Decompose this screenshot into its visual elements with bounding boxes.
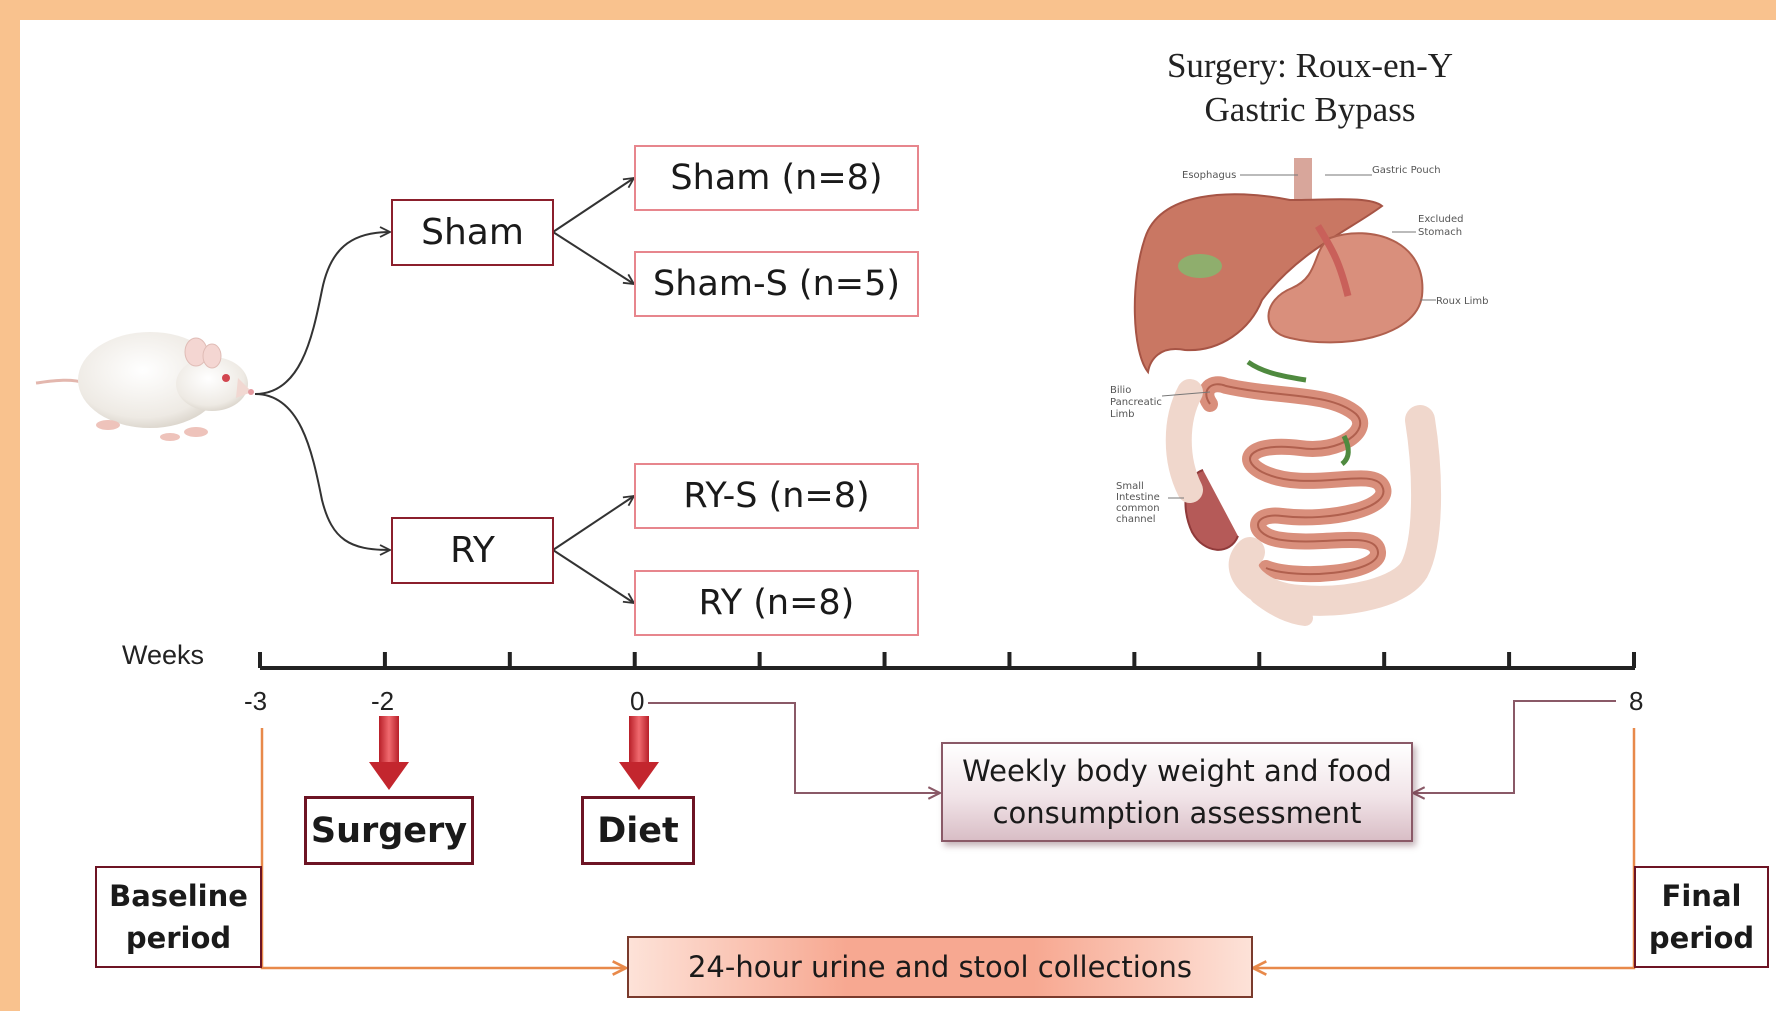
surgery-label: Surgery bbox=[311, 811, 467, 851]
group-ry-label: RY bbox=[450, 530, 495, 571]
svg-text:Esophagus: Esophagus bbox=[1182, 170, 1236, 181]
group-sham-label: Sham bbox=[421, 212, 524, 253]
diet-label: Diet bbox=[597, 811, 679, 851]
baseline-line1: Baseline bbox=[109, 875, 248, 917]
svg-text:Roux Limb: Roux Limb bbox=[1436, 296, 1489, 307]
surgery-title-line2: Gastric Bypass bbox=[1100, 88, 1520, 132]
group-sham-box: Sham bbox=[391, 199, 554, 266]
surgery-title-line1: Surgery: Roux-en-Y bbox=[1100, 44, 1520, 88]
subgroup-ry-s-box: RY-S (n=8) bbox=[634, 463, 919, 529]
final-line1: Final bbox=[1662, 875, 1742, 917]
svg-text:Excluded: Excluded bbox=[1418, 214, 1464, 225]
assessment-line2: consumption assessment bbox=[993, 792, 1362, 834]
final-period-box: Final period bbox=[1634, 866, 1769, 968]
subgroup-sham-label: Sham (n=8) bbox=[670, 158, 882, 198]
diet-box: Diet bbox=[581, 796, 695, 865]
svg-text:Small: Small bbox=[1116, 481, 1144, 492]
svg-text:Stomach: Stomach bbox=[1418, 227, 1462, 238]
subgroup-sham-box: Sham (n=8) bbox=[634, 145, 919, 211]
subgroup-sham-s-label: Sham-S (n=5) bbox=[653, 264, 900, 304]
subgroup-ry-label: RY (n=8) bbox=[699, 583, 855, 623]
svg-text:Bilio: Bilio bbox=[1110, 385, 1131, 396]
assessment-box: Weekly body weight and food consumption … bbox=[941, 742, 1413, 842]
timeline-weeks-label: Weeks bbox=[122, 640, 204, 671]
final-line2: period bbox=[1649, 917, 1754, 959]
collections-label: 24-hour urine and stool collections bbox=[688, 950, 1192, 984]
subgroup-sham-s-box: Sham-S (n=5) bbox=[634, 251, 919, 317]
baseline-line2: period bbox=[126, 917, 231, 959]
tick-label-8: 8 bbox=[1629, 686, 1643, 717]
svg-text:channel: channel bbox=[1116, 514, 1156, 525]
surgery-title: Surgery: Roux-en-Y Gastric Bypass bbox=[1100, 44, 1520, 132]
tick-label-minus2: -2 bbox=[371, 686, 394, 717]
assessment-line1: Weekly body weight and food bbox=[962, 750, 1392, 792]
group-ry-box: RY bbox=[391, 517, 554, 584]
svg-text:Limb: Limb bbox=[1110, 409, 1134, 420]
svg-text:common: common bbox=[1116, 503, 1160, 514]
baseline-period-box: Baseline period bbox=[95, 866, 262, 968]
svg-text:Pancreatic: Pancreatic bbox=[1110, 397, 1162, 408]
subgroup-ry-box: RY (n=8) bbox=[634, 570, 919, 636]
surgery-box: Surgery bbox=[304, 796, 474, 865]
subgroup-ry-s-label: RY-S (n=8) bbox=[683, 476, 869, 516]
tick-label-minus3: -3 bbox=[244, 686, 267, 717]
svg-text:Intestine: Intestine bbox=[1116, 492, 1160, 503]
svg-text:Gastric Pouch: Gastric Pouch bbox=[1372, 165, 1441, 176]
collections-box: 24-hour urine and stool collections bbox=[627, 936, 1253, 998]
tick-label-0: 0 bbox=[630, 686, 644, 717]
